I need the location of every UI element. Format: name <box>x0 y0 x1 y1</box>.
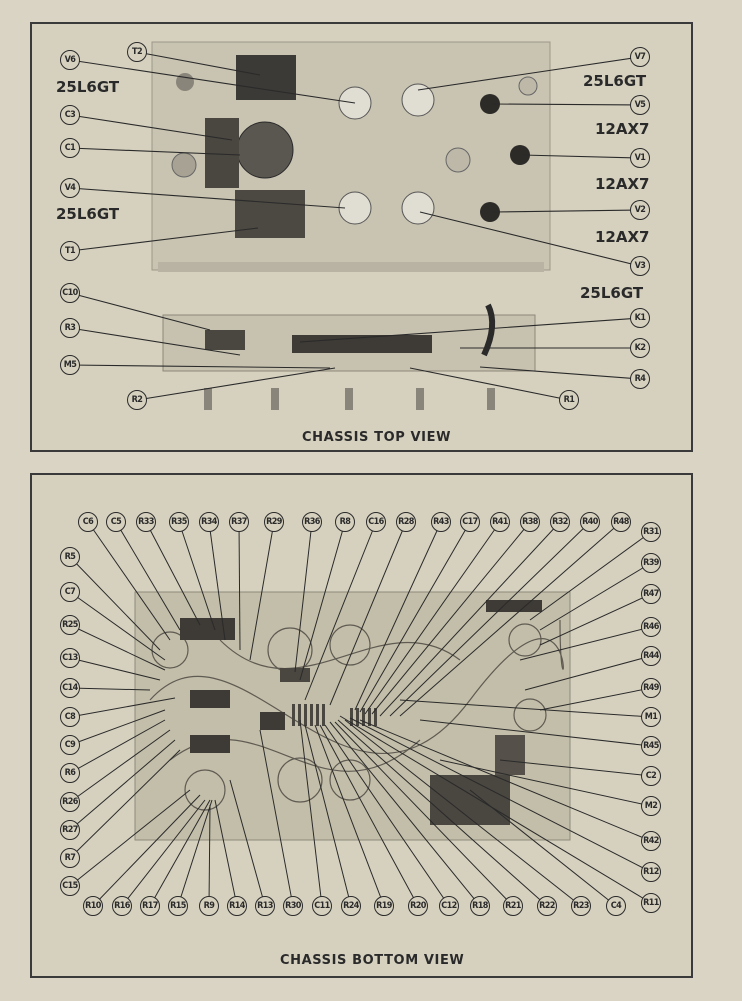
callout-label: R6 <box>60 763 80 783</box>
callout-label: C10 <box>60 283 80 303</box>
callout-label: R42 <box>641 831 661 851</box>
callout-label: R28 <box>396 512 416 532</box>
callout-label: C4 <box>606 896 626 916</box>
callout-label: R15 <box>168 896 188 916</box>
callout-label: C11 <box>312 896 332 916</box>
callout-label: R31 <box>641 522 661 542</box>
callout-label: R23 <box>571 896 591 916</box>
callout-label: C12 <box>439 896 459 916</box>
callout-label: R39 <box>641 553 661 573</box>
callout-label: M5 <box>60 355 80 375</box>
callout-label: R27 <box>60 820 80 840</box>
top-view-caption: CHASSIS TOP VIEW <box>302 430 452 445</box>
callout-label: V5 <box>630 95 650 115</box>
callout-label: T1 <box>60 241 80 261</box>
tube-type-v6: 25L6GT <box>56 78 120 96</box>
callout-label: C17 <box>460 512 480 532</box>
callout-label: C13 <box>60 648 80 668</box>
callout-label: C16 <box>366 512 386 532</box>
callout-label: R32 <box>550 512 570 532</box>
callout-label: R3 <box>60 318 80 338</box>
callout-label: V2 <box>630 200 650 220</box>
callout-label: R20 <box>408 896 428 916</box>
callout-label: R5 <box>60 547 80 567</box>
tube-type-v3: 25L6GT <box>580 284 644 302</box>
callout-label: R45 <box>641 736 661 756</box>
tube-type-v7: 25L6GT <box>583 72 647 90</box>
callout-label: C2 <box>641 766 661 786</box>
callout-label: R34 <box>199 512 219 532</box>
callout-label: K2 <box>630 338 650 358</box>
callout-label: R14 <box>227 896 247 916</box>
callout-label: R43 <box>431 512 451 532</box>
callout-label: R11 <box>641 893 661 913</box>
callout-label: C15 <box>60 876 80 896</box>
bottom-view-caption: CHASSIS BOTTOM VIEW <box>280 953 465 968</box>
callout-label: R7 <box>60 848 80 868</box>
tube-type-v4: 25L6GT <box>56 205 120 223</box>
callout-label: R10 <box>83 896 103 916</box>
callout-label: R41 <box>490 512 510 532</box>
callout-label: R25 <box>60 615 80 635</box>
callout-label: C3 <box>60 105 80 125</box>
callout-label: R22 <box>537 896 557 916</box>
callout-label: R49 <box>641 678 661 698</box>
callout-label: R8 <box>335 512 355 532</box>
callout-label: R4 <box>630 369 650 389</box>
tube-type-v2: 12AX7 <box>595 228 650 246</box>
callout-label: R48 <box>611 512 631 532</box>
callout-label: R36 <box>302 512 322 532</box>
callout-label: M2 <box>641 796 661 816</box>
callout-label: M1 <box>641 707 661 727</box>
callout-label: R16 <box>112 896 132 916</box>
callout-label: V4 <box>60 178 80 198</box>
callout-label: V6 <box>60 50 80 70</box>
callout-label: R30 <box>283 896 303 916</box>
callout-label: R38 <box>520 512 540 532</box>
callout-label: R9 <box>199 896 219 916</box>
tube-type-v5: 12AX7 <box>595 120 650 138</box>
callout-label: R33 <box>136 512 156 532</box>
callout-label: R35 <box>169 512 189 532</box>
callout-label: K1 <box>630 308 650 328</box>
callout-label: C9 <box>60 735 80 755</box>
callout-label: V1 <box>630 148 650 168</box>
callout-label: R24 <box>341 896 361 916</box>
callout-label: R12 <box>641 862 661 882</box>
callout-label: R1 <box>559 390 579 410</box>
callout-label: T2 <box>127 42 147 62</box>
callout-label: R37 <box>229 512 249 532</box>
callout-label: R17 <box>140 896 160 916</box>
callout-label: R44 <box>641 646 661 666</box>
callout-label: R21 <box>503 896 523 916</box>
callout-label: V7 <box>630 47 650 67</box>
callout-label: R19 <box>374 896 394 916</box>
callout-label: C1 <box>60 138 80 158</box>
tube-type-v1: 12AX7 <box>595 175 650 193</box>
callout-label: R47 <box>641 584 661 604</box>
callout-label: C7 <box>60 582 80 602</box>
callout-label: R13 <box>255 896 275 916</box>
callout-label: R18 <box>470 896 490 916</box>
callout-label: R26 <box>60 792 80 812</box>
callout-label: R40 <box>580 512 600 532</box>
callout-label: R29 <box>264 512 284 532</box>
callout-label: C5 <box>106 512 126 532</box>
callout-label: C14 <box>60 678 80 698</box>
callout-label: C8 <box>60 707 80 727</box>
callout-label: R2 <box>127 390 147 410</box>
callout-label: V3 <box>630 256 650 276</box>
callout-label: C6 <box>78 512 98 532</box>
callout-label: R46 <box>641 617 661 637</box>
